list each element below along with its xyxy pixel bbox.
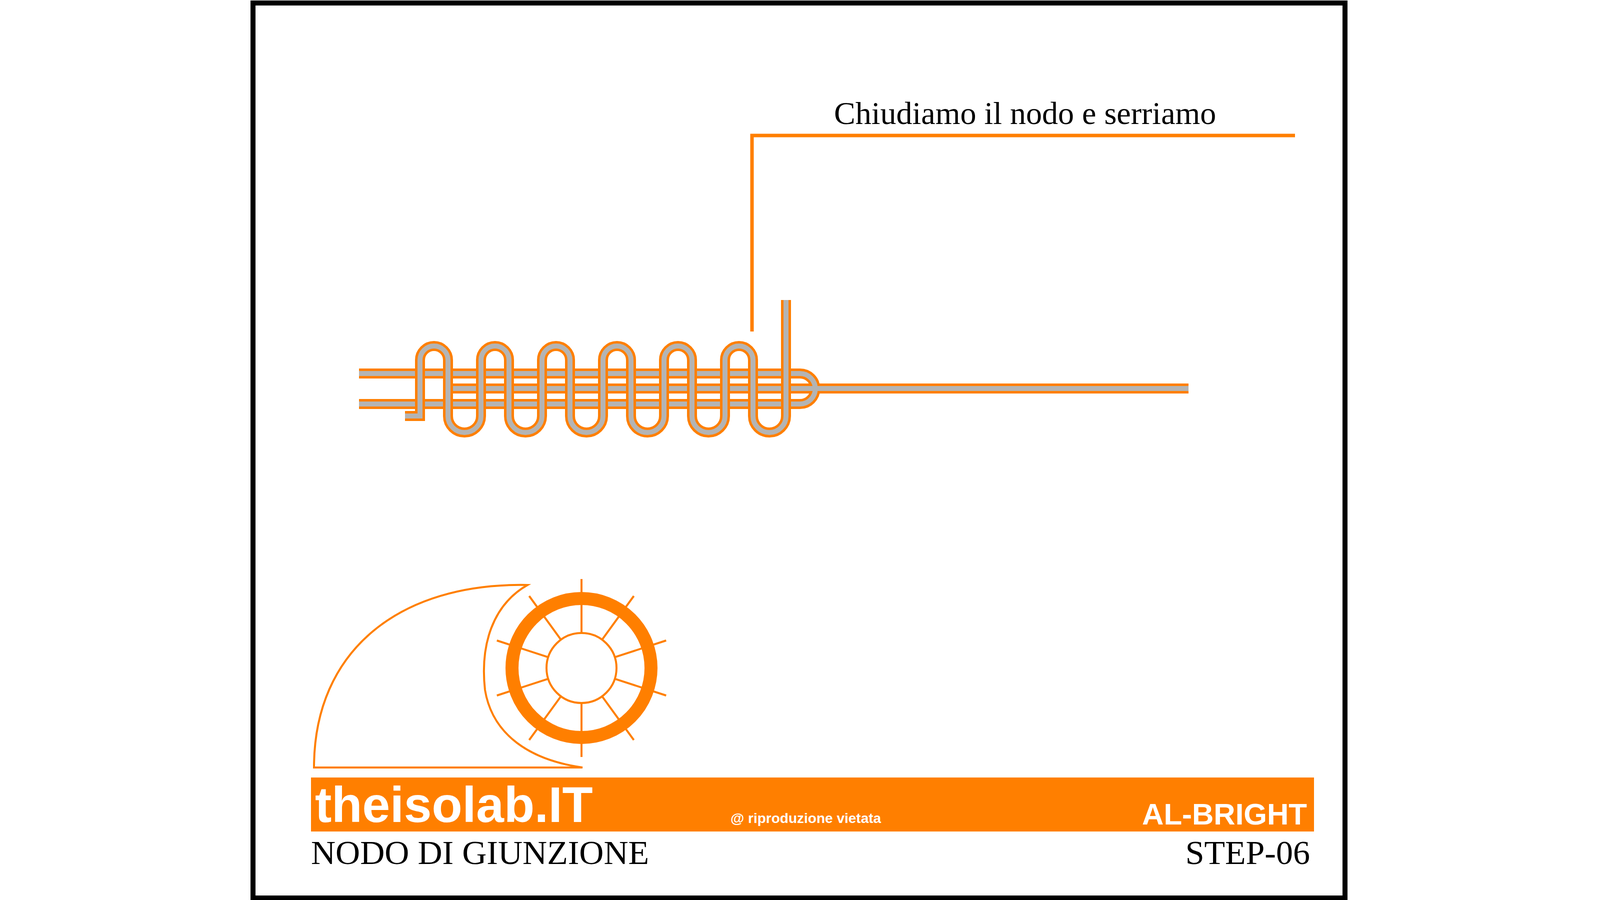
- wheel-spoke: [580, 703, 583, 757]
- frame: [253, 3, 1345, 898]
- knot-name: AL-BRIGHT: [1142, 799, 1307, 830]
- step-number: STEP-06: [1185, 834, 1310, 872]
- knot-drawing: [359, 300, 1189, 433]
- footer-title: NODO DI GIUNZIONE: [311, 834, 649, 872]
- wheel-spoke: [580, 579, 583, 633]
- copyright-note: @ riproduzione vietata: [730, 811, 1142, 830]
- brand-band: theisolab.IT@ riproduzione vietataAL-BRI…: [311, 777, 1314, 832]
- coil-outline: [405, 300, 786, 433]
- coil-core: [405, 300, 786, 433]
- leader-line: [752, 135, 1295, 332]
- callout-text: Chiudiamo il nodo e serriamo: [834, 96, 1216, 131]
- logo: [314, 579, 666, 768]
- brand-name: theisolab.IT: [315, 779, 731, 830]
